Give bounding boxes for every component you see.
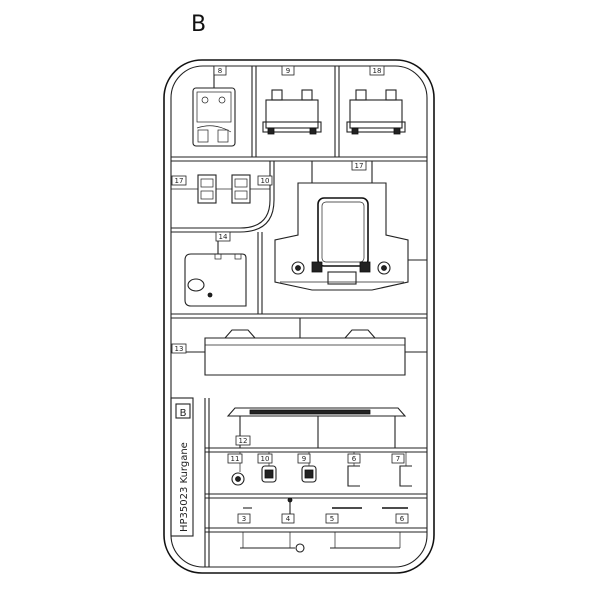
part-13-long-bar	[171, 318, 427, 376]
svg-text:9: 9	[302, 455, 306, 463]
part-tag-12: 12	[235, 435, 251, 446]
svg-text:6: 6	[352, 455, 357, 463]
parts-bottom-3-4-5-6	[240, 497, 408, 553]
svg-text:3: 3	[242, 515, 246, 523]
part-tag-17b: 17	[351, 160, 367, 171]
svg-text:18: 18	[373, 67, 382, 75]
brand-text: HP35023 Kurgane	[179, 442, 190, 532]
part-tag-4: 4	[281, 513, 295, 524]
part-tag-11: 11	[227, 453, 243, 464]
part-tag-6b: 6	[395, 513, 409, 524]
svg-text:6: 6	[400, 515, 405, 523]
part-number-tags: 8 9 18 17 10 17	[171, 65, 409, 524]
sprue-frame	[163, 59, 435, 574]
svg-text:10: 10	[261, 177, 270, 185]
part-tag-5: 5	[325, 513, 339, 524]
part-tag-6a: 6	[347, 453, 361, 464]
svg-text:4: 4	[286, 515, 291, 523]
svg-text:10: 10	[261, 455, 270, 463]
part-12-track-bar	[226, 407, 407, 448]
part-tag-18: 18	[369, 65, 385, 76]
svg-text:14: 14	[219, 233, 228, 241]
part-tag-10a: 10	[257, 175, 273, 186]
part-tag-8: 8	[213, 65, 227, 76]
svg-text:11: 11	[231, 455, 240, 463]
part-tag-7: 7	[391, 453, 405, 464]
parts-17-10-left	[171, 174, 270, 204]
svg-text:9: 9	[286, 67, 290, 75]
part-tag-3: 3	[237, 513, 251, 524]
parts-row-11-10-9-6-7	[231, 452, 412, 487]
part-hull-plate	[274, 161, 427, 291]
svg-text:7: 7	[396, 455, 400, 463]
part-14	[184, 232, 247, 307]
part-tag-9b: 9	[297, 453, 311, 464]
svg-text:5: 5	[330, 515, 334, 523]
part-tag-14: 14	[215, 231, 231, 242]
part-tag-17a: 17	[171, 175, 187, 186]
svg-text:17: 17	[355, 162, 364, 170]
svg-text:8: 8	[218, 67, 222, 75]
part-8	[192, 66, 236, 147]
part-18-top-right	[346, 89, 406, 135]
svg-text:17: 17	[175, 177, 184, 185]
svg-text:12: 12	[239, 437, 248, 445]
part-9-top	[262, 89, 322, 135]
brand-label: B HP35023 Kurgane	[170, 397, 194, 537]
part-tag-9: 9	[281, 65, 295, 76]
sprue-letter: B	[191, 12, 207, 37]
svg-text:13: 13	[175, 345, 184, 353]
part-tag-10b: 10	[257, 453, 273, 464]
brand-mark: B	[180, 408, 187, 419]
runners	[171, 66, 427, 567]
part-tag-13: 13	[171, 343, 187, 354]
